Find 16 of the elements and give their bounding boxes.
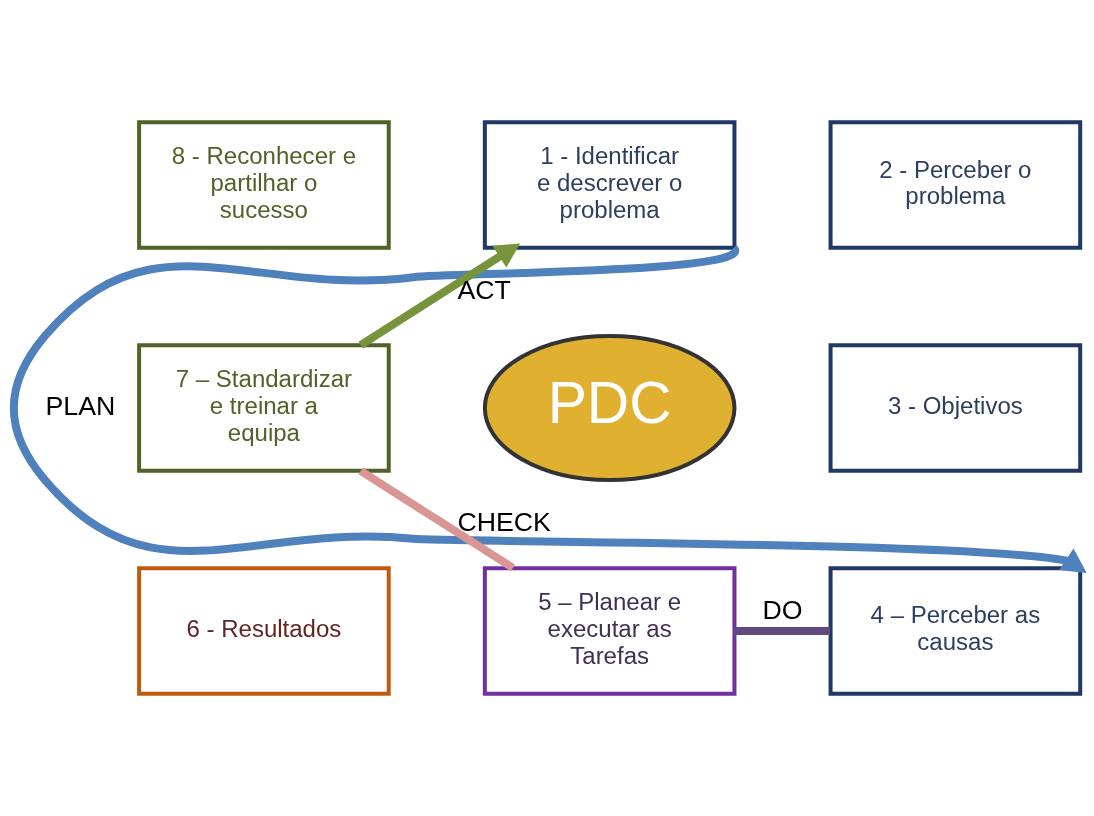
node-box: 4 – Perceber as causas [828, 566, 1083, 696]
node-box: 2 - Perceber o problema [828, 120, 1083, 250]
node-ellipse: PDC [482, 333, 737, 483]
node-box: 5 – Planear e executar as Tarefas [482, 566, 737, 696]
arrow [358, 243, 521, 349]
edge-label: DO [762, 594, 803, 625]
edge-label: CHECK [457, 506, 551, 537]
node-box: 7 – Standardizar e treinar a equipa [137, 343, 391, 473]
connector [734, 626, 831, 635]
edge-label: PLAN [45, 390, 116, 421]
node-box: 8 - Reconhecer e partilhar o sucesso [137, 120, 391, 250]
node-box: 3 - Objetivos [828, 343, 1083, 473]
node-box: 6 - Resultados [137, 566, 391, 696]
arrow [10, 244, 1086, 573]
node-box: 1 - Identificar e descrever o problema [482, 120, 737, 250]
edge-label: ACT [457, 274, 511, 305]
